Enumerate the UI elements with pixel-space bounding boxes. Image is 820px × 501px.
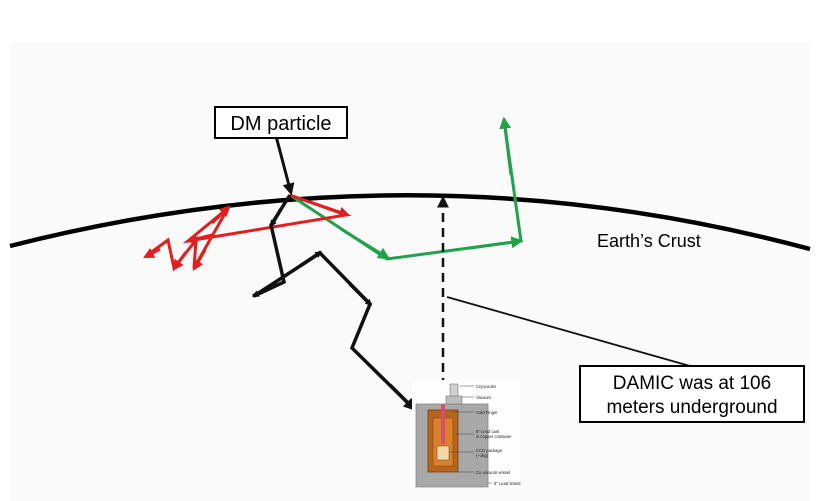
damic-label-line1: DAMIC was at 106 bbox=[613, 373, 771, 394]
vacuum-head bbox=[445, 395, 463, 405]
red-arrow-4 bbox=[192, 249, 207, 271]
detector-label-cold-finger: Cold Finger bbox=[476, 410, 498, 415]
earths-crust-curve bbox=[9, 193, 811, 252]
detector-label-vacuum: Vacuum bbox=[476, 395, 492, 400]
damic-pointer-line bbox=[446, 296, 691, 367]
green-arrow-2 bbox=[469, 236, 524, 250]
detector-label-lead-cast: 6" Lead cast bbox=[476, 429, 500, 434]
green-arrow-3 bbox=[499, 116, 513, 176]
damic-label-line2: meters underground bbox=[606, 397, 777, 418]
red-arrow-6 bbox=[143, 247, 161, 259]
black-arrow-4 bbox=[348, 282, 373, 307]
detector-label-ccd-mass: (~1kg) bbox=[476, 453, 489, 458]
red-arrow-5 bbox=[172, 251, 188, 271]
background-panel bbox=[10, 42, 810, 501]
detector-label-lead-shield: 6" Lead shield bbox=[494, 481, 521, 486]
red-arrow-2 bbox=[185, 233, 213, 245]
dm-incoming-arrow bbox=[274, 135, 295, 196]
dm-particle-label: DM particle bbox=[230, 113, 331, 135]
black-arrow-2 bbox=[251, 287, 269, 298]
earths-crust-label: Earth’s Crust bbox=[597, 231, 701, 251]
green-arrow-1 bbox=[340, 227, 391, 260]
detector-label-ccd-package: CCD package bbox=[476, 448, 503, 453]
detector-label-cryocooler: Cryocooler bbox=[476, 384, 497, 389]
damic-label-box bbox=[579, 365, 805, 423]
black-arrow-3 bbox=[299, 250, 323, 268]
black-arrow-5 bbox=[388, 383, 416, 411]
detector-label-copper-container: in copper container bbox=[476, 434, 512, 439]
red-arrow-1 bbox=[309, 200, 351, 218]
red-arrow-3 bbox=[210, 205, 231, 225]
dm-particle-label-box bbox=[214, 106, 348, 139]
damic-detector-schematic: Cryocooler Vacuum Cold Finger 6" Lead ca… bbox=[412, 380, 521, 488]
ccd-package bbox=[436, 445, 450, 461]
black-particle-path bbox=[253, 194, 414, 409]
black-arrow-1 bbox=[269, 208, 283, 228]
cold-finger bbox=[441, 404, 445, 444]
detector-label-cu-vessel: Cu vacuum vessel bbox=[476, 470, 510, 475]
green-particle-path bbox=[289, 119, 523, 261]
